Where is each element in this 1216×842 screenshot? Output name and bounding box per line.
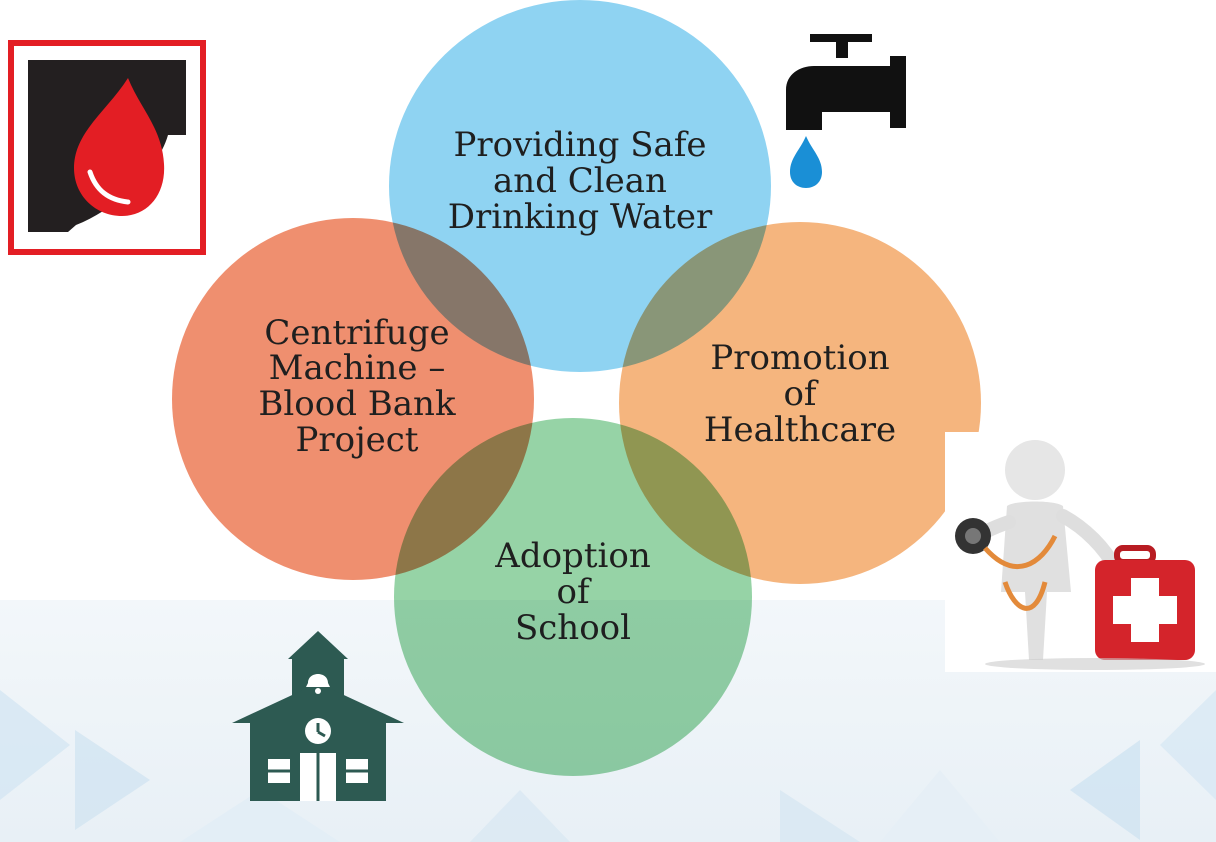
circle-blood-bank-label: Centrifuge Machine – Blood Bank Project [258, 312, 456, 460]
water-tap-icon [786, 34, 906, 188]
doctor-with-medical-kit-icon [945, 432, 1216, 672]
school-house-icon [232, 631, 404, 801]
circle-school: Adoption of School [394, 418, 752, 776]
circle-school-label: Adoption of School [495, 536, 651, 648]
circle-healthcare-label: Promotion of Healthcare [703, 338, 897, 450]
circle-drinking-water-label: Providing Safe and Clean Drinking Water [447, 125, 713, 237]
blood-drop-logo-icon [8, 40, 206, 255]
